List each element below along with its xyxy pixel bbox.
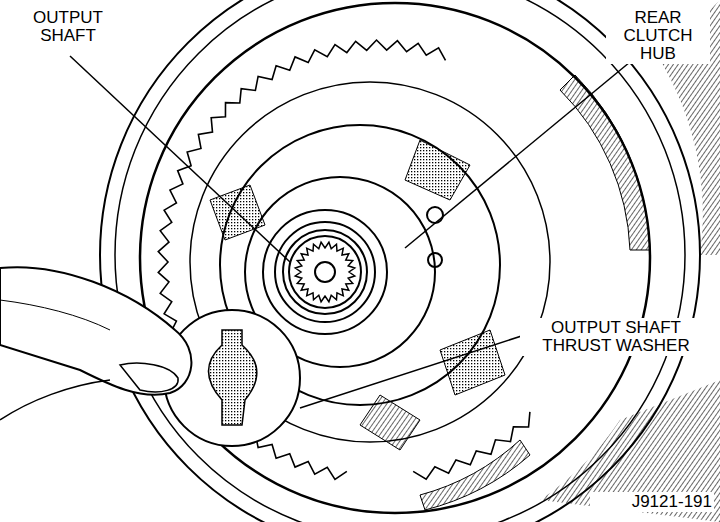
output-shaft-spline — [295, 242, 354, 301]
housing — [100, 0, 720, 522]
planetary-assembly — [190, 82, 550, 450]
finger — [0, 267, 191, 420]
part-label: OUTPUT SHAFT THRUST WASHER — [520, 318, 712, 356]
figure-code: J9121-191 — [590, 492, 714, 512]
part-label: OUTPUT SHAFT — [14, 8, 122, 46]
part-label: REAR CLUTCH HUB — [606, 8, 710, 64]
gear-teeth — [158, 40, 530, 479]
